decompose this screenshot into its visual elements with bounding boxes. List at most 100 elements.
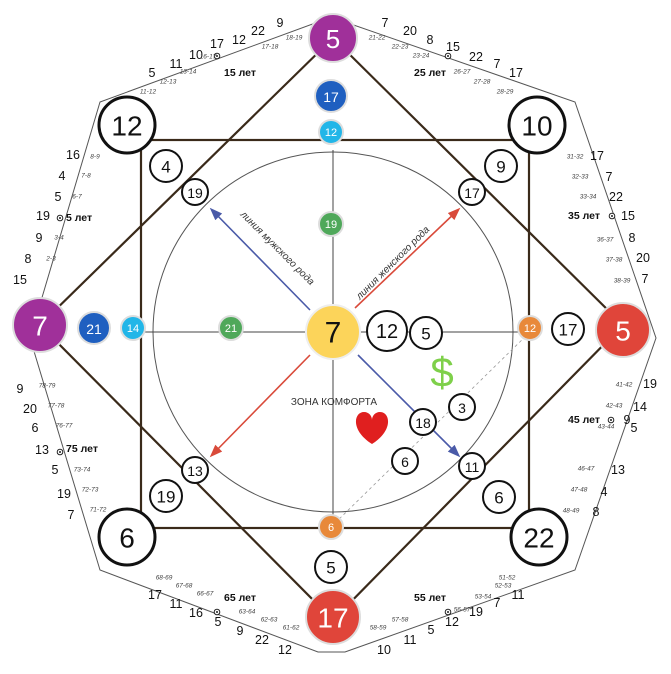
bot_left-tick-1: 62-63 (261, 617, 278, 624)
bot_l2-tick-2: 66-67 (197, 591, 214, 598)
bot_l2-num-1: 11 (170, 597, 183, 611)
diag-br-inner-circle (458, 452, 486, 480)
bot_r2-num-2: 5 (428, 623, 435, 637)
left_low-num-0: 9 (17, 382, 24, 396)
bot_right-tick-3: 51-52 (499, 575, 516, 582)
top-left-corner: 12 (111, 111, 142, 142)
diag-tr-inner-circle (458, 178, 486, 206)
left_up-num-2: 5 (55, 190, 62, 204)
right_up-tick-1: 32-33 (572, 174, 589, 181)
top-right-corner: 10 (521, 111, 552, 142)
diag-br-inner: 11 (465, 459, 480, 475)
right_up-tick-5: 38-39 (614, 278, 631, 285)
right_up-tick-3: 36-37 (597, 237, 614, 244)
top_left-tick-0: 16-17 (200, 54, 217, 61)
left_low-num-1: 20 (23, 402, 37, 416)
age-marker-center (59, 217, 61, 219)
right_up-num-4: 8 (629, 231, 636, 245)
left_low-tick-5: 71-72 (90, 507, 107, 514)
inner-right-2-circle (409, 316, 443, 350)
left_up-tick-3: 3-4 (54, 235, 64, 242)
comfort-number-3-circle (391, 447, 419, 475)
age-marker-center (447, 611, 449, 613)
top_left-num-3: 5 (149, 66, 156, 80)
diag-tr-outer-circle (484, 149, 518, 183)
inner-left-3: 21 (225, 323, 237, 335)
top_left-tick-3: 11-12 (140, 89, 157, 96)
bot_l2-num-0: 17 (148, 588, 162, 602)
bot_right-tick-0: 56-57 (454, 607, 471, 614)
inner-right-3-circle (517, 315, 543, 341)
inner-bottom-1: 6 (328, 522, 334, 534)
right_low-tick-0: 41-42 (616, 382, 633, 389)
diag-br-outer: 6 (494, 489, 503, 508)
right_up-num-2: 22 (609, 190, 623, 204)
diag-tr-outer: 9 (496, 158, 505, 177)
top_r2-tick-1: 27-28 (473, 79, 491, 86)
top-main-number: 5 (326, 24, 340, 54)
inner-left-2: 14 (127, 323, 139, 335)
comfort-line (332, 331, 531, 526)
bot_right-num-3: 11 (512, 588, 525, 602)
age-marker-center (59, 451, 61, 453)
right_up-tick-0: 31-32 (567, 154, 584, 161)
left_low-num-2: 6 (32, 421, 39, 435)
age-marker-center (216, 611, 218, 613)
diag-bl-inner: 13 (187, 463, 203, 479)
bot_r2-tick-1: 57-58 (392, 617, 409, 624)
center-number-circle (305, 304, 361, 360)
left_up-num-6: 15 (13, 273, 27, 287)
left_up-num-0: 16 (66, 148, 80, 162)
right_up-num-5: 20 (636, 251, 650, 265)
female-line-label: линия женского рода (354, 224, 433, 303)
inner-right-2: 5 (421, 325, 430, 344)
age-45: 45 лет (568, 414, 600, 426)
top-right-corner-circle (507, 95, 567, 155)
bot_right-tick-2: 52-53 (495, 583, 512, 590)
right_up-num-0: 17 (590, 149, 604, 163)
age-marker-center (611, 215, 613, 217)
inner-bottom-1-circle (318, 514, 344, 540)
diag-bl-outer: 19 (157, 488, 176, 507)
bottom-right-corner: 22 (523, 523, 554, 554)
left_up-num-5: 8 (25, 252, 32, 266)
bot_right-num-0: 12 (445, 615, 459, 629)
female-line-arrow-down (209, 354, 311, 458)
right_low-num-3: 9 (624, 413, 631, 427)
comfort-number-1-circle (409, 408, 437, 436)
bot_left-num-1: 9 (237, 624, 244, 638)
left_up-num-4: 9 (36, 231, 43, 245)
left_up-tick-2: 6-7 (72, 194, 82, 201)
comfort-number-1: 18 (415, 415, 431, 431)
age-55: 55 лет (414, 592, 446, 604)
top_right-tick-2: 23-24 (412, 53, 430, 60)
bot_l2-tick-1: 67-68 (176, 583, 193, 590)
comfort-number-2-circle (448, 393, 476, 421)
right_low-num-6: 8 (593, 505, 600, 519)
age-15: 15 лет (224, 67, 256, 79)
inner-right-4-circle (551, 312, 585, 346)
bottom-main-number: 17 (317, 603, 348, 634)
top_left-tick-2: 12-13 (160, 79, 177, 86)
left_up-tick-1: 7-8 (81, 173, 91, 180)
diag-tr-inner: 17 (464, 185, 480, 201)
age-5: 5 лет (66, 212, 92, 224)
inner-left-1-circle (77, 311, 111, 345)
age-marker-center (610, 419, 612, 421)
right_low-num-4: 13 (611, 463, 625, 477)
right-main-number: 5 (615, 316, 631, 347)
right_up-tick-2: 33-34 (580, 194, 597, 201)
right_low-num-2: 5 (631, 421, 638, 435)
top_left-num-2: 11 (170, 57, 183, 71)
inner-left-2-circle (120, 315, 146, 341)
right_low-tick-5: 48-49 (563, 508, 580, 515)
top_r2-num-2: 17 (509, 66, 523, 80)
bottom-left-corner-circle (97, 507, 157, 567)
diag-tl-outer-circle (149, 149, 183, 183)
right_up-tick-4: 37-38 (606, 257, 623, 264)
inner-bottom-2-circle (314, 550, 348, 584)
diag-bl-outer-circle (149, 479, 183, 513)
inner-top-1-circle (314, 79, 348, 113)
